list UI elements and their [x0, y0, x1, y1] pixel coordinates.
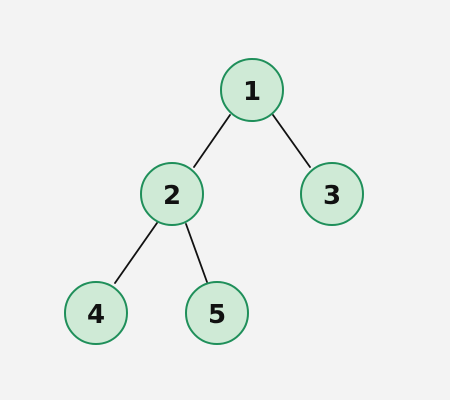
edge-2-5 — [185, 223, 208, 283]
tree-node-2-circle — [140, 162, 204, 226]
tree-node-1-circle — [220, 58, 284, 122]
edge-1-2 — [193, 114, 231, 168]
tree-node-5-label: 5 — [208, 300, 226, 330]
tree-node-4-label: 4 — [87, 300, 105, 330]
edge-2-4 — [114, 222, 158, 284]
tree-node-3: 3 — [300, 162, 364, 226]
tree-node-1: 1 — [220, 58, 284, 122]
tree-node-4-circle — [64, 281, 128, 345]
tree-node-2-label: 2 — [163, 181, 181, 211]
tree-node-5: 5 — [185, 281, 249, 345]
tree-node-2: 2 — [140, 162, 204, 226]
tree-node-5-circle — [185, 281, 249, 345]
tree-node-4: 4 — [64, 281, 128, 345]
tree-node-1-label: 1 — [243, 77, 261, 107]
tree-node-3-circle — [300, 162, 364, 226]
tree-node-3-label: 3 — [323, 181, 341, 211]
edge-1-3 — [272, 114, 311, 168]
